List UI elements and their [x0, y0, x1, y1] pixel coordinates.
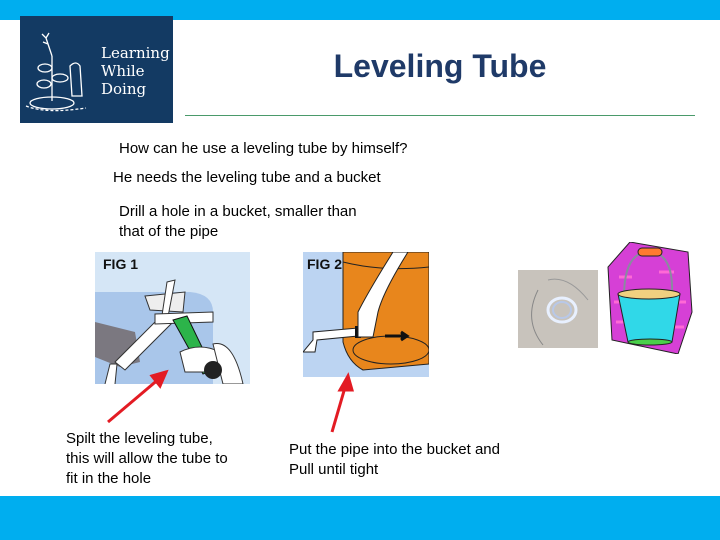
page-title: Leveling Tube	[333, 48, 547, 84]
fig-1-caption-line-3: fit in the hole	[66, 470, 152, 487]
question-text: How can he use a leveling tube by himsel…	[119, 140, 408, 157]
drill-step-line-1: Drill a hole in a bucket, smaller than	[119, 203, 357, 220]
cutting-tube-illustration-icon	[95, 279, 244, 384]
figure-2: FIG 2	[303, 252, 429, 377]
drill-step-text: Drill a hole in a bucket, smaller than t…	[119, 202, 357, 242]
drill-step-line-2: that of the pipe	[119, 223, 219, 240]
figure-1: FIG 1	[95, 252, 250, 384]
pipe-into-bucket-illustration-icon	[303, 252, 429, 371]
bucket-icon	[607, 242, 693, 354]
fig-2-caption-line-2: Pull until tight	[289, 461, 379, 478]
logo-line-3: Doing	[101, 80, 147, 98]
arrow-icon	[107, 369, 354, 433]
fig-2-caption-line-1: Put the pipe into the bucket and	[289, 441, 500, 458]
fig-2-label: FIG 2	[307, 256, 343, 272]
fig-1-caption: Spilt the leveling tube, this will allow…	[66, 429, 228, 489]
logo-line-1: Learning	[101, 44, 170, 62]
fig-1-caption-line-2: this will allow the tube to	[66, 450, 228, 467]
title-divider	[185, 115, 695, 116]
logo-line-2: While	[101, 62, 145, 80]
fig-1-label: FIG 1	[103, 256, 139, 272]
bottom-accent-bar	[0, 496, 720, 540]
top-accent-bar	[0, 0, 720, 20]
needs-text: He needs the leveling tube and a bucket	[113, 169, 381, 186]
learning-while-doing-logo: Learning While Doing	[20, 16, 173, 123]
bucket-clipart	[604, 242, 694, 354]
coiled-tube-photo	[518, 270, 598, 348]
plant-and-farmer-logo-icon	[25, 32, 87, 112]
fig-1-caption-line-1: Spilt the leveling tube,	[66, 430, 213, 447]
fig-2-caption: Put the pipe into the bucket and Pull un…	[289, 440, 500, 480]
coiled-tube-icon	[531, 278, 589, 346]
